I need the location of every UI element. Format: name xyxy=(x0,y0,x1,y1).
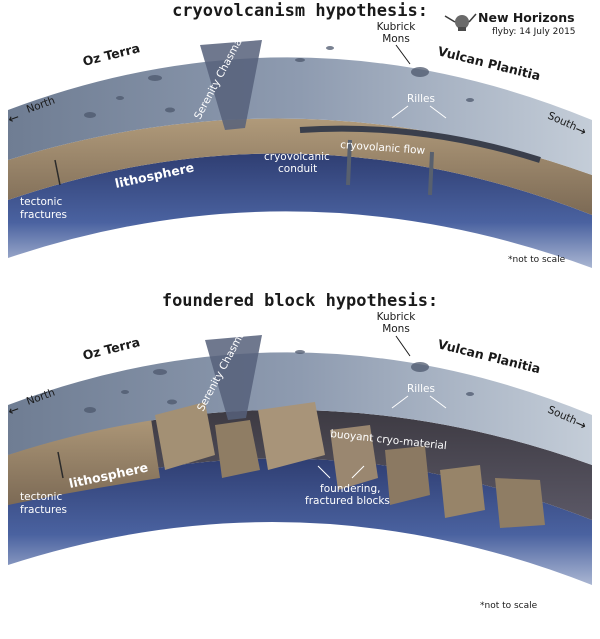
panel1-north-arrow: ← xyxy=(6,110,21,128)
panel2-foundering-1: foundering, xyxy=(320,483,380,495)
panel1-kubrick: Kubrick xyxy=(377,21,417,33)
panel2-north-arrow: ← xyxy=(6,402,21,420)
panel2-rilles: Rilles xyxy=(407,383,435,395)
panel2-blocks xyxy=(155,402,545,528)
panel1-mons: Mons xyxy=(382,33,410,45)
panel2-block xyxy=(495,478,545,528)
panel2-cryo-layer xyxy=(8,409,592,520)
panel1-tectonic-2: fractures xyxy=(20,209,67,221)
mission-flyby: flyby: 14 July 2015 xyxy=(492,27,576,37)
panel2-kubrick: Kubrick xyxy=(377,311,417,323)
panel1-mantle-layer xyxy=(8,153,592,268)
panel2-tectonic-1: tectonic xyxy=(20,491,62,503)
panel1-craters xyxy=(84,46,474,118)
panel-cryovolcanism: cryovolcanism hypothesis: Oz Terra Seren… xyxy=(6,1,592,295)
panel1-conduit-1: cryovolcanic xyxy=(264,151,330,163)
panel2-oz-terra: Oz Terra xyxy=(81,334,141,363)
panel1-credit: Whale xyxy=(540,285,569,295)
panel2-kubrick-pointer xyxy=(395,335,411,357)
panel2-block xyxy=(155,402,215,470)
panel2-chasma xyxy=(205,335,262,420)
panel1-kubrick-pointer xyxy=(395,44,411,65)
spacecraft-icon xyxy=(444,13,477,31)
panel1-surface-layer xyxy=(8,57,592,175)
panel1-not-to-scale: *not to scale xyxy=(508,255,566,265)
panel2-foundering-pointer xyxy=(317,465,365,479)
panel2-mantle-label: mantle / subsurface ocean xyxy=(189,529,343,551)
panel2-block xyxy=(330,425,378,490)
panel2-fracture xyxy=(57,451,64,479)
panel2-tectonic-2: fractures xyxy=(20,504,67,516)
panel2-foundering-2: fractured blocks xyxy=(305,495,390,507)
panel2-mons: Mons xyxy=(382,323,410,335)
panel1-tectonic-1: tectonic xyxy=(20,196,62,208)
panel2-block xyxy=(258,402,325,470)
panel2-block xyxy=(440,465,485,518)
panel1-title: cryovolcanism hypothesis: xyxy=(172,1,428,21)
panel2-lithosphere-layer xyxy=(8,412,160,505)
panel1-lithosphere-layer xyxy=(8,118,592,215)
panel1-oz-terra: Oz Terra xyxy=(81,40,141,69)
panel1-rilles: Rilles xyxy=(407,93,435,105)
panel1-conduit-2: conduit xyxy=(278,163,317,175)
panel2-craters xyxy=(84,350,474,413)
panel2-block xyxy=(215,420,260,478)
panel2-rilles-pointer xyxy=(391,395,447,409)
panel-foundered-block: foundered block hypothesis: xyxy=(6,291,592,611)
panel2-block xyxy=(385,446,430,505)
panel2-vulcan: Vulcan Planitia xyxy=(436,336,542,376)
panel1-flow-band xyxy=(299,125,541,163)
panel1-fracture xyxy=(54,159,61,186)
panel2-title: foundered block hypothesis: xyxy=(162,291,438,311)
mission-badge: New Horizons flyby: 14 July 2015 xyxy=(444,10,576,37)
mission-name: New Horizons xyxy=(478,10,575,25)
panel1-flow-label: cryovolanic flow xyxy=(340,139,426,157)
panel1-conduits xyxy=(346,139,434,196)
panel1-rilles-pointer xyxy=(391,105,447,119)
panel1-chasma xyxy=(200,40,262,130)
panel2-not-to-scale: *not to scale xyxy=(480,601,538,611)
